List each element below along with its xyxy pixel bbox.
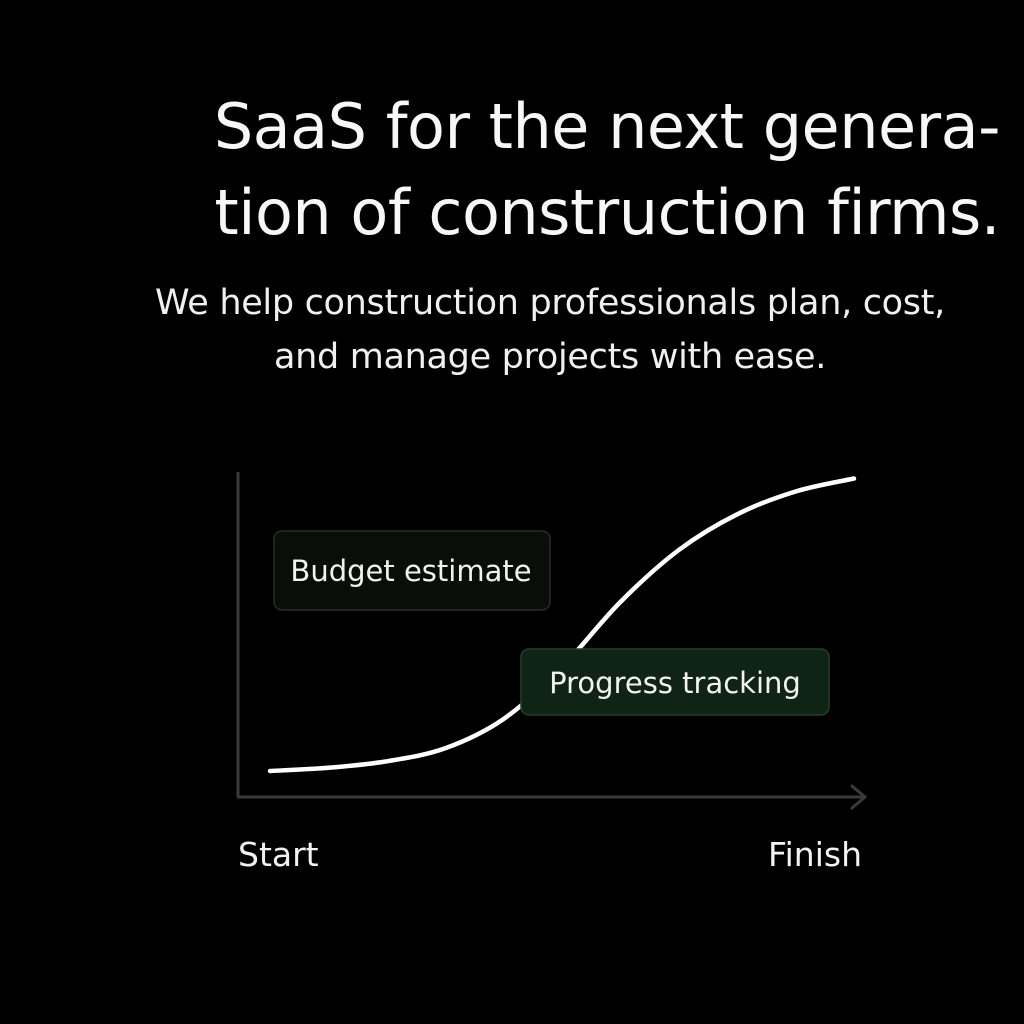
- x-tick-label-finish: Finish: [768, 835, 862, 874]
- callout-progress-tracking-box: [520, 648, 830, 716]
- callout-budget-estimate-label: Budget estimate: [290, 554, 531, 588]
- callout-progress-tracking-label: Progress tracking: [549, 666, 801, 700]
- x-tick-label-start: Start: [238, 835, 319, 874]
- headline: SaaS for the next genera- tion of constr…: [100, 84, 1001, 256]
- headline-line-2: tion of construction firms.: [214, 176, 1000, 249]
- subheadline: We help construction professionals plan,…: [120, 276, 980, 384]
- headline-line-1: SaaS for the next genera-: [213, 90, 1001, 163]
- callout-budget-estimate-box: [273, 530, 551, 611]
- subheadline-line-2: and manage projects with ease.: [273, 337, 827, 377]
- callout-progress-tracking: Progress tracking: [520, 648, 830, 716]
- subheadline-line-1: We help construction professionals plan,…: [155, 283, 945, 323]
- series-line: [267, 476, 857, 774]
- callout-budget-estimate: Budget estimate: [273, 530, 551, 611]
- x-axis-arrow-icon: [850, 784, 867, 810]
